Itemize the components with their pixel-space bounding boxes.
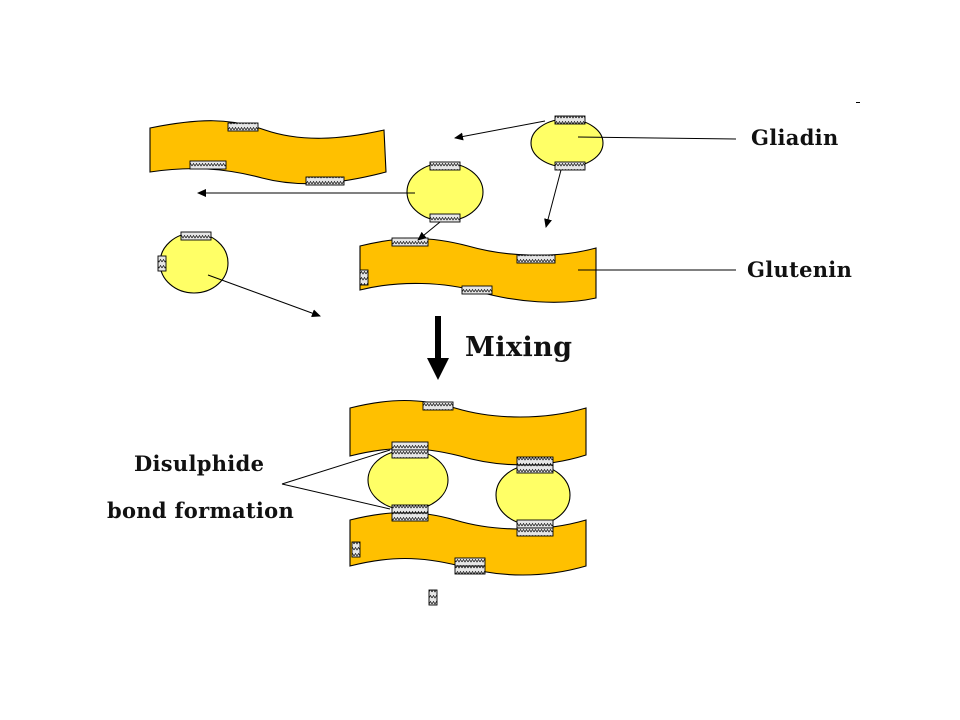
arrow-gliadin-down <box>544 169 562 228</box>
glutenin-band <box>349 512 587 576</box>
gliadin-globule-mixed-left <box>367 441 449 522</box>
disulphide-site-pattern <box>462 286 492 294</box>
disulphide-pointer-lower <box>281 483 391 510</box>
disulphide-site-pattern <box>555 116 585 124</box>
disulphide-site-pattern <box>392 238 428 246</box>
glutenin-strand-mixed-bottom <box>349 512 587 576</box>
glutenin-strand-top-left <box>149 120 387 186</box>
glutenin-band <box>359 238 597 303</box>
disulphide-site-pattern <box>423 402 453 410</box>
disulphide-site-pattern <box>392 442 428 450</box>
disulphide-site-pattern <box>392 450 428 458</box>
arrow-gliadin-left-down <box>207 274 321 318</box>
gliadin-globule <box>406 162 484 222</box>
glutenin-band <box>149 120 387 185</box>
disulphide-site-pattern <box>352 542 360 557</box>
disulphide-site-pattern <box>190 161 226 169</box>
gliadin-globule-middle <box>406 161 484 223</box>
disulphide-label-line1: Disulphide <box>134 451 264 476</box>
disulphide-site-pattern <box>517 520 553 528</box>
disulphide-pointer-upper <box>281 449 391 485</box>
disulphide-site-pattern <box>228 123 258 131</box>
small-dash-mark <box>856 102 860 103</box>
mixing-arrow <box>427 316 449 380</box>
gliadin-globule-top-right <box>530 115 604 171</box>
disulphide-site-pattern <box>181 232 211 240</box>
disulphide-site-pattern <box>430 214 460 222</box>
mixing-label: Mixing <box>465 332 572 363</box>
disulphide-site-pattern <box>517 465 553 473</box>
disulphide-site-pattern <box>517 255 555 263</box>
disulphide-site-pattern <box>430 162 460 170</box>
gliadin-globule-mixed-right <box>495 456 571 537</box>
gliadin-globule <box>530 118 604 168</box>
disulphide-site-pattern <box>429 590 437 605</box>
disulphide-site-pattern <box>517 528 553 536</box>
gliadin-globule <box>367 449 449 511</box>
glutenin-label: Glutenin <box>747 257 852 282</box>
disulphide-site-pattern <box>555 162 585 170</box>
arrow-gliadin-to-band-right <box>417 221 441 241</box>
disulphide-label-line2: bond formation <box>107 498 294 523</box>
disulphide-site-pattern <box>306 177 344 185</box>
gliadin-label: Gliadin <box>751 125 839 150</box>
gliadin-leader-line <box>577 136 737 140</box>
gliadin-globule-left <box>157 231 229 294</box>
disulphide-site-pattern <box>392 513 428 521</box>
disulphide-site-pattern <box>455 566 485 574</box>
arrow-gliadin-to-band-top <box>454 120 546 141</box>
disulphide-site-pattern <box>392 505 428 513</box>
disulphide-site-pattern <box>360 270 368 285</box>
gliadin-globule <box>159 232 229 294</box>
glutenin-strand-right <box>359 237 597 303</box>
disulphide-site-pattern <box>455 558 485 566</box>
disulphide-site-pattern <box>517 457 553 465</box>
gliadin-globule <box>495 464 571 526</box>
disulphide-site-pattern <box>158 256 166 271</box>
